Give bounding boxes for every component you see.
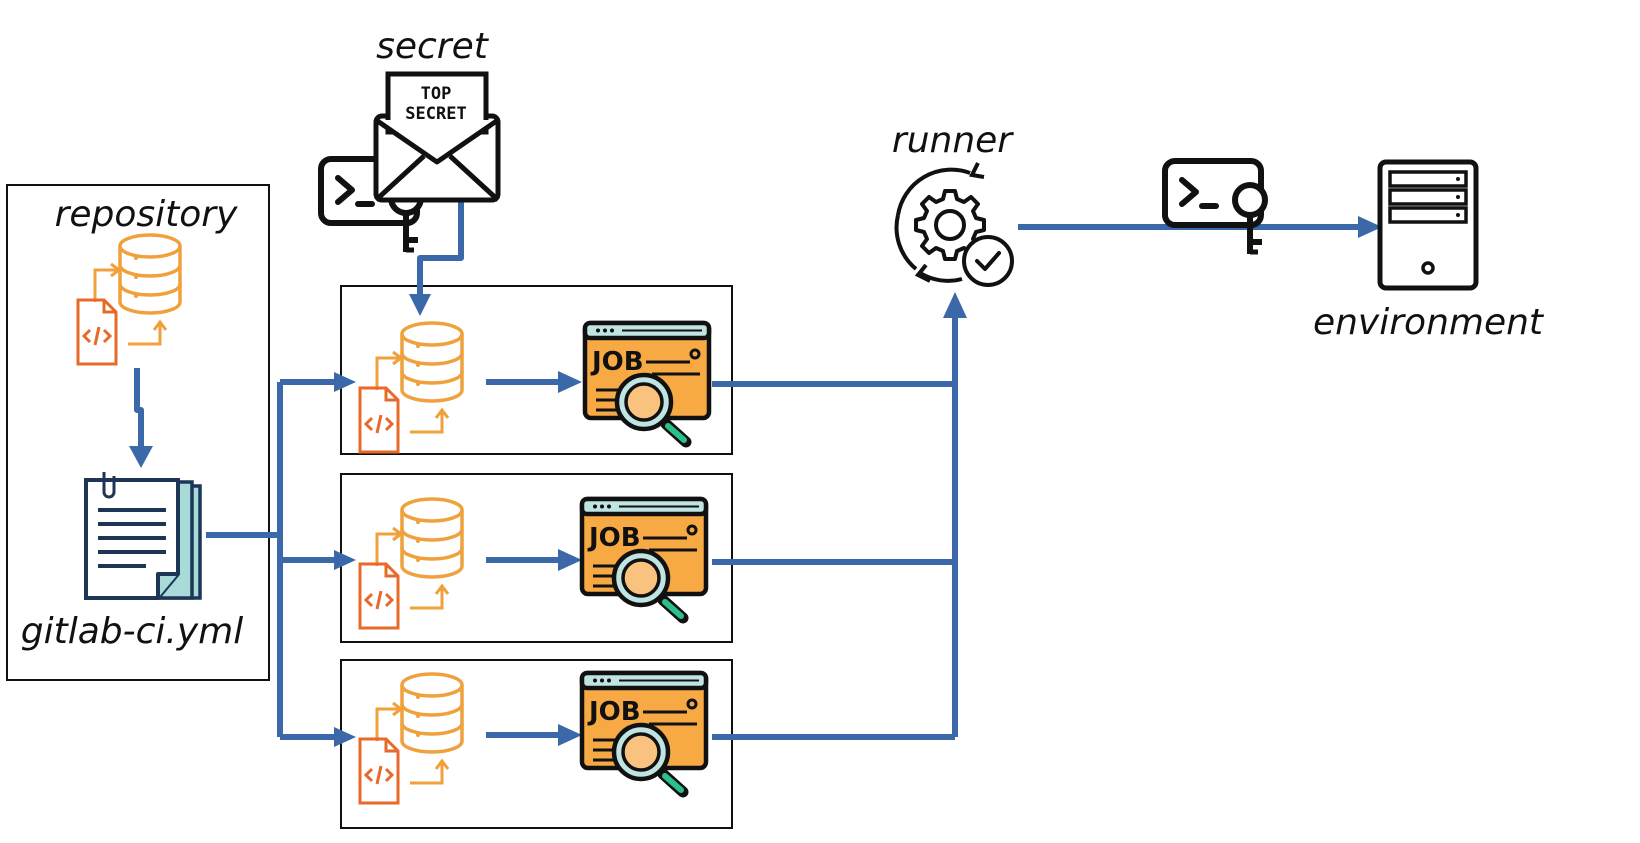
envelope-line-2: SECRET <box>405 104 466 124</box>
job-box-1 <box>340 285 733 455</box>
environment-label: environment <box>1313 302 1545 343</box>
top-secret-envelope-icon: TOP SECRET <box>373 71 501 203</box>
yaml-document-icon <box>84 470 202 600</box>
arrowheads <box>129 216 1382 747</box>
job-2-badge: JOB <box>587 523 641 553</box>
gitlab-ci-label: gitlab-ci.yml <box>21 611 244 652</box>
job-2-code-database-icon <box>358 497 464 630</box>
runner-label: runner <box>892 120 1014 161</box>
server-tower-icon <box>1377 159 1479 291</box>
job-3-search-icon: JOB <box>582 673 706 792</box>
gear-cycle-check-icon <box>894 162 1014 287</box>
job-2-search-icon: JOB <box>582 499 706 618</box>
secret-label: secret <box>376 26 490 67</box>
repository-label: repository <box>55 194 239 235</box>
job-1-search-icon: JOB <box>585 323 709 442</box>
runner-terminal-key-icon <box>1165 161 1265 254</box>
envelope-line-1: TOP <box>421 84 452 104</box>
job-3-code-database-icon <box>358 672 464 805</box>
job-1-code-database-icon <box>358 321 464 454</box>
job-1-badge: JOB <box>590 347 644 377</box>
job-3-badge: JOB <box>587 697 641 727</box>
repository-box <box>6 184 270 681</box>
job-box-3 <box>340 659 733 829</box>
connectors <box>134 200 1360 740</box>
repository-code-database-icon <box>76 233 182 366</box>
